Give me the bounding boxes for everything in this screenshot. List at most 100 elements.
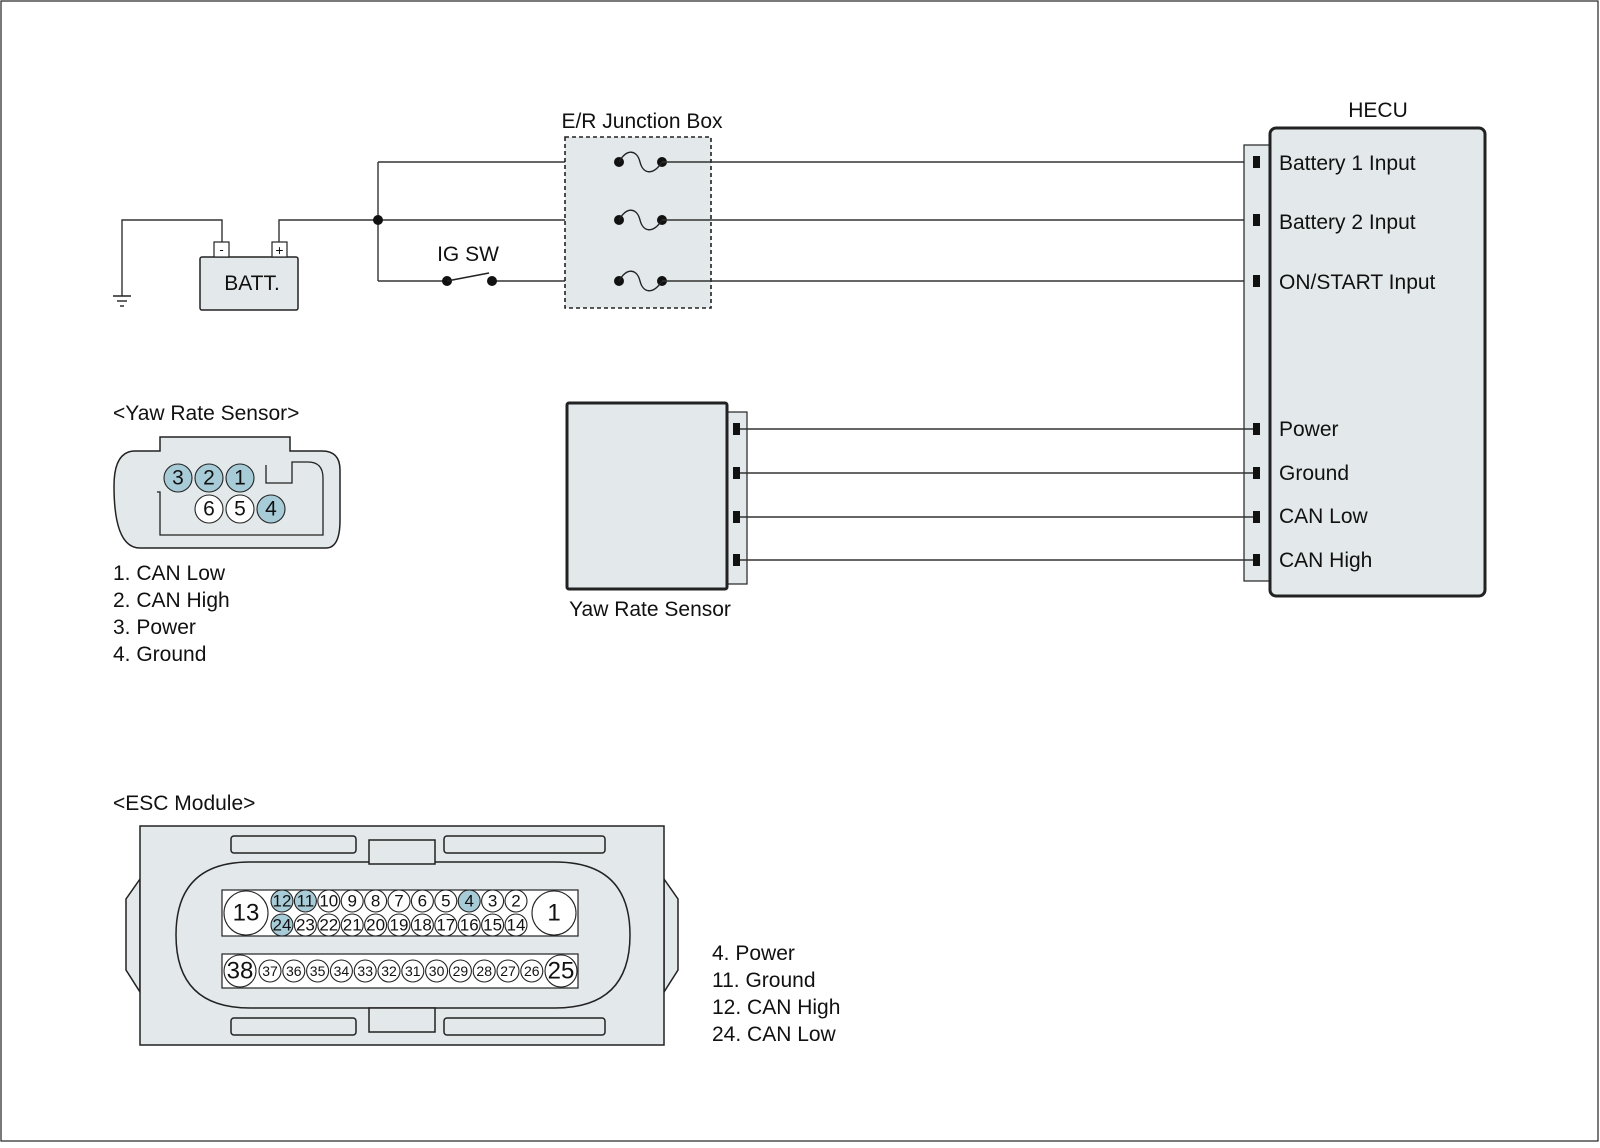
yaw-legend-2: 2. CAN High: [113, 589, 230, 612]
esc-pin-36-label: 36: [286, 963, 302, 979]
esc-pin-6: 6: [410, 889, 434, 913]
yaw-connector-housing: [113, 436, 341, 549]
yaw-pin-6-label: 6: [203, 498, 215, 521]
ground-wire: [121, 219, 223, 296]
yaw-connector-key-outline: [157, 461, 324, 536]
esc-pin-37-label: 37: [262, 963, 278, 979]
esc-pin-21-label: 21: [343, 916, 362, 935]
ground-icon: [113, 295, 131, 307]
esc-bottom-slot-left: [230, 1017, 357, 1036]
esc-pin-8-label: 8: [371, 892, 380, 911]
hecu-pin-power: Power: [1279, 418, 1339, 441]
hecu-unit: HECU Battery 1 Input Battery 2 Input ON/…: [1243, 99, 1487, 598]
esc-pin-7: 7: [387, 889, 411, 913]
yaw-sensor-label: Yaw Rate Sensor: [569, 598, 731, 621]
yaw-pin-4: 4: [256, 494, 286, 524]
esc-pin-15-label: 15: [483, 916, 502, 935]
yaw-pin-1: 1: [225, 463, 255, 493]
yaw-legend-3: 3. Power: [113, 616, 196, 639]
esc-pin-28-label: 28: [476, 963, 492, 979]
esc-pin-34-label: 34: [334, 963, 350, 979]
esc-pin-23-label: 23: [296, 916, 315, 935]
esc-pin-22: 22: [317, 913, 341, 937]
hecu-pin-can-high: CAN High: [1279, 549, 1372, 572]
esc-pin-27: 27: [496, 959, 520, 983]
yaw-pin-3-label: 3: [172, 467, 184, 490]
esc-legend-2: 11. Ground: [712, 969, 816, 992]
esc-pin-26-label: 26: [524, 963, 540, 979]
yaw-connector-title: <Yaw Rate Sensor>: [113, 402, 299, 425]
esc-pin-38-label: 38: [227, 958, 254, 985]
esc-pin-32: 32: [377, 959, 401, 983]
esc-pin-20: 20: [364, 913, 388, 937]
yaw-pin-6: 6: [194, 494, 224, 524]
yaw-pin-2-label: 2: [203, 467, 215, 490]
esc-pin-6-label: 6: [418, 892, 427, 911]
hecu-body: [1268, 126, 1487, 598]
fuse-2: [614, 209, 667, 231]
battery-minus-terminal: [213, 241, 230, 258]
esc-pin-21: 21: [340, 913, 364, 937]
yaw-sensor-pin-terminals: [733, 423, 740, 566]
esc-pin-1: 1: [531, 890, 577, 936]
esc-pin-8: 8: [364, 889, 388, 913]
esc-pin-24: 24: [270, 913, 294, 937]
yaw-pin-2: 2: [194, 463, 224, 493]
esc-pin-16: 16: [457, 913, 481, 937]
esc-pin-33: 33: [353, 959, 377, 983]
esc-pin-13-label: 13: [233, 900, 260, 927]
yaw-legend-4: 4. Ground: [113, 643, 206, 666]
yaw-pin-5-label: 5: [234, 498, 246, 521]
esc-pin-32-label: 32: [381, 963, 397, 979]
yaw-pin-3: 3: [163, 463, 193, 493]
esc-pin-22-label: 22: [319, 916, 338, 935]
esc-pin-38: 38: [223, 954, 257, 988]
yaw-pin-4-label: 4: [265, 498, 277, 521]
esc-pin-16-label: 16: [460, 916, 479, 935]
esc-pin-14-label: 14: [507, 916, 526, 935]
esc-left-latch: [125, 876, 141, 995]
esc-pin-5: 5: [434, 889, 458, 913]
esc-pin-2-label: 2: [511, 892, 520, 911]
yaw-legend-1: 1. CAN Low: [113, 562, 226, 585]
esc-connector-title: <ESC Module>: [113, 792, 255, 815]
esc-bottom-slot-right: [443, 1017, 606, 1036]
esc-pin-25: 25: [544, 954, 578, 988]
esc-pin-18: 18: [410, 913, 434, 937]
esc-pin-14: 14: [504, 913, 528, 937]
esc-top-key: [368, 839, 436, 865]
esc-pin-24-label: 24: [273, 916, 292, 935]
junction-box: E/R Junction Box: [561, 110, 723, 309]
esc-pin-34: 34: [329, 959, 353, 983]
hecu-pin-battery2: Battery 2 Input: [1279, 211, 1416, 234]
esc-pin-18-label: 18: [413, 916, 432, 935]
yaw-rate-sensor-block: Yaw Rate Sensor: [565, 401, 1253, 621]
esc-pin-7-label: 7: [394, 892, 403, 911]
power-circuit: - + BATT. IG SW E/R Junction Box: [113, 110, 1256, 311]
splice-node: [373, 215, 383, 225]
esc-pin-26: 26: [520, 959, 544, 983]
esc-legend-1: 4. Power: [712, 942, 795, 965]
esc-pin-12-label: 12: [273, 892, 292, 911]
esc-pin-28: 28: [472, 959, 496, 983]
hecu-pin-ground: Ground: [1279, 462, 1349, 485]
hecu-title: HECU: [1348, 99, 1408, 122]
esc-pin-9-label: 9: [347, 892, 356, 911]
esc-pin-31: 31: [401, 959, 425, 983]
esc-pin-3: 3: [481, 889, 505, 913]
esc-pin-9: 9: [340, 889, 364, 913]
battery-plus-sign: +: [275, 242, 283, 258]
esc-pin-3-label: 3: [488, 892, 497, 911]
esc-legend-4: 24. CAN Low: [712, 1023, 837, 1046]
esc-pin-30-label: 30: [429, 963, 445, 979]
esc-pin-10: 10: [317, 889, 341, 913]
esc-legend-3: 12. CAN High: [712, 996, 840, 1019]
esc-pin-5-label: 5: [441, 892, 450, 911]
esc-pin-27-label: 27: [500, 963, 516, 979]
battery: - + BATT.: [199, 241, 299, 311]
esc-pin-19: 19: [387, 913, 411, 937]
